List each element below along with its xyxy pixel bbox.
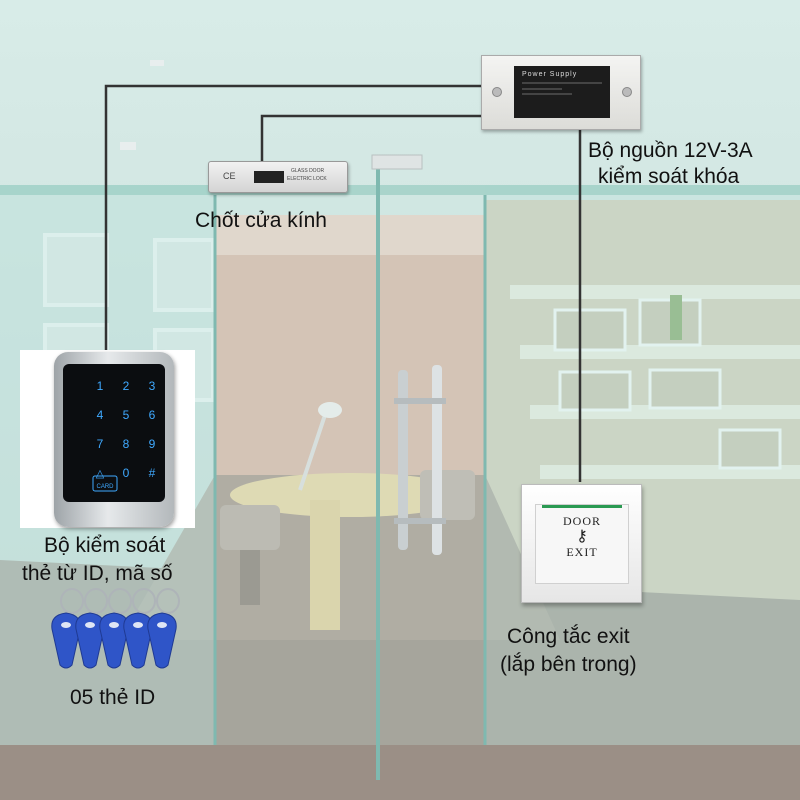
keypad-casing [54,352,174,527]
exit-switch-face: DOOR ⚷ EXIT [535,504,629,584]
keypad-key: 7 [97,437,104,451]
rfid-card-icon [75,588,108,669]
screw-icon [492,87,502,97]
keypad-key: 5 [123,408,130,422]
label-glass-lock: Chốt cửa kính [195,209,327,232]
keypad-keys: 1 2 3 4 5 6 7 8 9 △ 0 # CARD [92,379,156,492]
keypad-key: 1 [97,379,104,393]
label-id-cards: 05 thẻ ID [70,686,156,709]
keypad-key: 4 [97,408,104,422]
card-reader-label: CARD [96,484,114,490]
power-supply-unit: Power Supply [481,55,641,130]
exit-switch-line2: EXIT [566,545,598,559]
rfid-card-icon [123,588,156,669]
keypad-key: 2 [123,379,130,393]
keypad-key: 9 [149,437,156,451]
label-controller-line2: thẻ từ ID, mã số [22,562,173,585]
keypad-key: 8 [123,437,130,451]
wire-controller-to-power [104,84,483,360]
label-power-supply-line1: Bộ nguồn 12V-3A [588,139,753,162]
keypad-key: 6 [149,408,156,422]
power-supply-title: Power Supply [522,71,578,78]
card-reader-area [92,475,118,492]
access-control-keypad: 1 2 3 4 5 6 7 8 9 △ 0 # CARD [20,350,195,528]
label-power-supply-line2: kiểm soát khóa [598,165,740,188]
wire-lock-to-power [260,114,483,163]
bell-icon: △ [96,468,105,480]
rfid-card-icon [51,588,84,669]
rfid-card-tags [51,588,180,669]
keypad-key: 3 [149,379,156,393]
lock-ce-mark: CE [223,171,236,181]
exit-switch-line1: DOOR [562,514,601,528]
keypad-key: # [149,466,156,480]
glass-door-lock: CE GLASS DOOR ELECTRIC LOCK [208,161,348,193]
label-controller-line1: Bộ kiểm soát [44,534,166,557]
keypad-touch-panel [63,364,165,502]
screw-icon [622,87,632,97]
power-supply-panel: Power Supply [514,66,610,118]
label-exit-switch-line1: Công tắc exit [507,625,630,648]
label-exit-switch-line2: (lắp bên trong) [500,653,637,676]
exit-switch-button: DOOR ⚷ EXIT [521,484,642,603]
rfid-card-icon [147,588,180,669]
lock-subtitle: ELECTRIC LOCK [287,176,327,182]
keypad-key: 0 [123,466,130,480]
lock-brand: GLASS DOOR [291,168,325,174]
key-icon: ⚷ [576,528,588,545]
